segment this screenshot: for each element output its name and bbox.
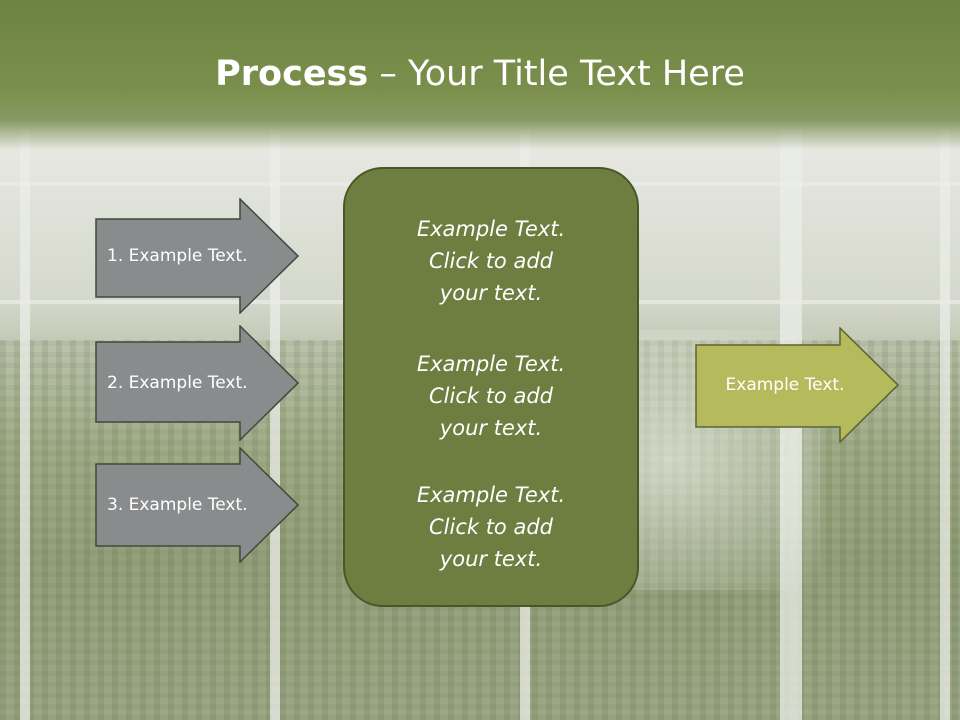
center-text-1-line-1: Example Text.	[416, 217, 566, 241]
center-content-box[interactable]: Example Text. Click to add your text. Ex…	[343, 167, 639, 607]
step-arrow-1[interactable]: 1. Example Text.	[95, 198, 299, 314]
center-text-block-1[interactable]: Example Text. Click to add your text.	[345, 213, 637, 309]
center-text-3-line-3: your text.	[439, 547, 543, 571]
center-text-2-line-3: your text.	[439, 416, 543, 440]
center-text-1-line-3: your text.	[439, 281, 543, 305]
center-text-3-line-1: Example Text.	[416, 483, 566, 507]
title-bold-text: Process	[215, 54, 369, 94]
center-text-2-line-2: Click to add	[428, 384, 553, 408]
result-arrow-label: Example Text.	[725, 375, 845, 395]
step-arrow-2[interactable]: 2. Example Text.	[95, 325, 299, 441]
step-arrow-3-label: 3. Example Text.	[107, 495, 248, 515]
step-arrow-1-label: 1. Example Text.	[107, 246, 248, 266]
title-band	[0, 0, 960, 150]
slide-title[interactable]: Process – Your Title Text Here	[0, 52, 960, 96]
center-text-2-line-1: Example Text.	[416, 352, 566, 376]
center-text-block-2[interactable]: Example Text. Click to add your text.	[345, 348, 637, 444]
result-arrow[interactable]: Example Text.	[695, 327, 899, 443]
center-text-3-line-2: Click to add	[428, 515, 553, 539]
center-text-block-3[interactable]: Example Text. Click to add your text.	[345, 479, 637, 575]
title-rest-text: – Your Title Text Here	[368, 54, 745, 94]
step-arrow-3[interactable]: 3. Example Text.	[95, 447, 299, 563]
step-arrow-2-label: 2. Example Text.	[107, 373, 248, 393]
center-text-1-line-2: Click to add	[428, 249, 553, 273]
